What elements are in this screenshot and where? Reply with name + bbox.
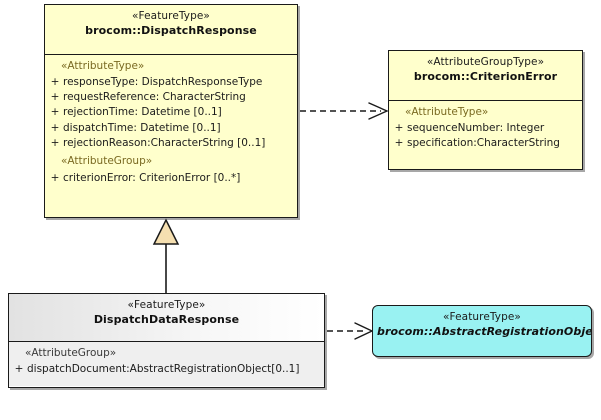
visibility-marker: +: [50, 171, 60, 184]
class-title: DispatchDataResponse: [93, 312, 240, 326]
attribute-label: specification:CharacterString: [407, 137, 560, 150]
class-box-dispatch-data-response[interactable]: «FeatureType» DispatchDataResponse «Attr…: [8, 293, 325, 388]
class-body-dispatch-data-response: «AttributeGroup» + dispatchDocument:Abst…: [9, 342, 324, 386]
class-title: brocom::DispatchResponse: [85, 23, 257, 37]
attribute-row[interactable]: + rejectionTime: Datetime [0..1]: [47, 105, 295, 120]
class-box-abstract-registration-object[interactable]: «FeatureType» brocom::AbstractRegistrati…: [372, 305, 592, 357]
class-header-dispatch-data-response: «FeatureType» DispatchDataResponse: [9, 294, 324, 342]
attribute-label: responseType: DispatchResponseType: [63, 76, 263, 89]
attribute-group-label: «AttributeType»: [61, 60, 145, 72]
hollow-triangle-arrowhead: [152, 218, 180, 245]
visibility-marker: +: [394, 122, 404, 135]
visibility-marker: +: [50, 136, 60, 149]
visibility-marker: +: [394, 137, 404, 150]
attribute-label: rejectionTime: Datetime [0..1]: [63, 106, 222, 119]
attribute-label: rejectionReason:CharacterString [0..1]: [63, 136, 266, 149]
class-title: brocom::CriterionError: [413, 69, 558, 83]
class-title: brocom::AbstractRegistrationObject: [377, 324, 592, 338]
class-body-dispatch-response: «AttributeType» + responseType: Dispatch…: [45, 55, 297, 190]
attribute-row[interactable]: + dispatchDocument:AbstractRegistrationO…: [11, 362, 322, 377]
visibility-marker: +: [50, 76, 60, 89]
visibility-marker: +: [50, 106, 60, 119]
class-stereotype: «FeatureType»: [132, 10, 210, 22]
attribute-row[interactable]: + criterionError: CriterionError [0..*]: [47, 170, 295, 185]
attribute-row[interactable]: + sequenceNumber: Integer: [391, 121, 580, 136]
class-body-criterion-error: «AttributeType» + sequenceNumber: Intege…: [389, 101, 582, 156]
attribute-label: requestReference: CharacterString: [63, 91, 246, 104]
attribute-label: dispatchTime: Datetime [0..1]: [63, 121, 221, 134]
attribute-row[interactable]: + dispatchTime: Datetime [0..1]: [47, 120, 295, 135]
attribute-group-label: «AttributeGroup»: [25, 347, 117, 359]
attribute-group-label: «AttributeType»: [405, 106, 489, 118]
attribute-label: criterionError: CriterionError [0..*]: [63, 171, 241, 184]
class-header-abstract-registration-object: «FeatureType» brocom::AbstractRegistrati…: [373, 306, 591, 356]
attribute-label: dispatchDocument:AbstractRegistrationObj…: [27, 363, 300, 376]
attribute-row[interactable]: + specification:CharacterString: [391, 136, 580, 151]
dependency-arrow-dispatchdataresponse-abstractregistrationobject: [327, 322, 374, 340]
class-stereotype: «FeatureType»: [127, 299, 206, 311]
visibility-marker: +: [14, 363, 24, 376]
visibility-marker: +: [50, 121, 60, 134]
attribute-row[interactable]: + rejectionReason:CharacterString [0..1]: [47, 135, 295, 150]
class-box-criterion-error[interactable]: «AttributeGroupType» brocom::CriterionEr…: [388, 50, 583, 170]
class-header-criterion-error: «AttributeGroupType» brocom::CriterionEr…: [389, 51, 582, 101]
attribute-label: sequenceNumber: Integer: [407, 122, 545, 135]
class-header-dispatch-response: «FeatureType» brocom::DispatchResponse: [45, 5, 297, 55]
class-stereotype: «FeatureType»: [443, 311, 521, 323]
visibility-marker: +: [50, 91, 60, 104]
attribute-group-label: «AttributeGroup»: [61, 155, 153, 168]
dependency-arrow-dispatchresponse-criterionerror: [300, 102, 389, 120]
attribute-row[interactable]: + responseType: DispatchResponseType: [47, 75, 295, 90]
class-stereotype: «AttributeGroupType»: [426, 56, 545, 68]
attribute-row[interactable]: + requestReference: CharacterString: [47, 90, 295, 105]
class-box-dispatch-response[interactable]: «FeatureType» brocom::DispatchResponse «…: [44, 4, 298, 218]
open-arrowhead: [354, 322, 374, 340]
open-arrowhead: [368, 102, 389, 120]
generalization-arrow-dispatchdataresponse-dispatchresponse: [152, 218, 180, 293]
